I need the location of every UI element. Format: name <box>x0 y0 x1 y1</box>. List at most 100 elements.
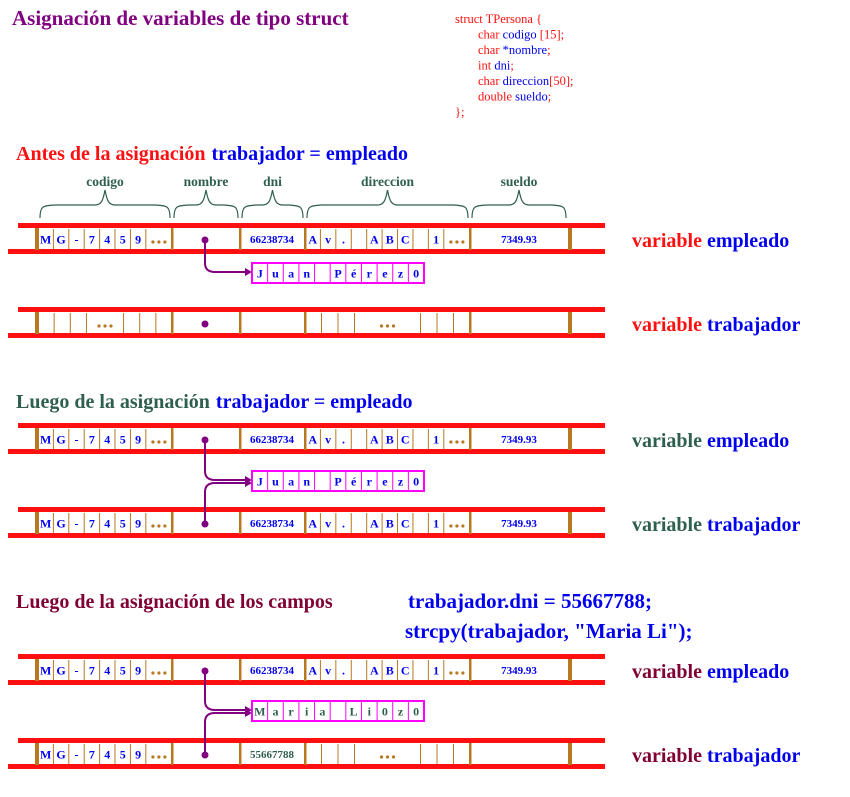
code-token: }; <box>455 105 464 119</box>
ellipsis-dot <box>163 671 167 675</box>
pointer-dot <box>201 320 209 328</box>
cell-char: G <box>56 233 65 247</box>
string-char: P <box>334 475 341 489</box>
code-line: }; <box>455 105 464 119</box>
string-char: e <box>382 267 388 281</box>
ellipsis-dot <box>461 440 465 444</box>
string-char: M <box>254 705 265 719</box>
field-divider <box>469 743 472 765</box>
field-divider <box>239 743 242 765</box>
memory-border-top <box>18 223 605 228</box>
ellipsis-dot <box>461 240 465 244</box>
string-char: J <box>257 267 263 281</box>
field-divider <box>568 428 572 450</box>
cell-char: A <box>370 517 379 531</box>
field-divider <box>239 512 242 534</box>
code-token: char <box>478 74 503 88</box>
cell-char: 4 <box>104 233 110 247</box>
ellipsis-dot <box>157 755 161 759</box>
string-box <box>251 470 425 492</box>
struct-variable-trabajador: MG-7459...Av.ABC1...662387347349.93varia… <box>8 507 800 538</box>
struct-variable-empleado: MG-7459...Av.ABC1...662387347349.93varia… <box>8 423 789 454</box>
field-divider <box>35 228 39 250</box>
cell-char: 7 <box>89 233 95 247</box>
cell-char: G <box>56 517 65 531</box>
field-divider <box>239 312 242 334</box>
memory-border-bottom <box>8 680 605 685</box>
brace-direccion <box>306 189 469 219</box>
string-char: L <box>350 705 358 719</box>
cell-char: 5 <box>120 433 126 447</box>
ellipsis-dot <box>455 440 459 444</box>
cell-char: 4 <box>104 748 110 762</box>
cell-char: 9 <box>135 748 141 762</box>
field-divider <box>171 743 174 765</box>
cell-char: 1 <box>433 517 439 531</box>
ellipsis-dot <box>151 755 155 759</box>
pointer-arrow <box>204 712 246 755</box>
memory-border-bottom <box>8 333 605 338</box>
memory-border-top <box>18 307 605 312</box>
string-char: r <box>367 267 373 281</box>
code-token: dni <box>494 59 511 73</box>
sueldo-value: 7349.93 <box>501 518 537 530</box>
ellipsis-dot <box>385 755 390 759</box>
brace-sueldo <box>471 189 567 219</box>
field-divider <box>469 659 472 681</box>
struct-definition-code: struct TPersona {char codigo [15];char *… <box>455 12 573 119</box>
struct-variable-empleado: MG-7459...Av.ABC1...662387347349.93varia… <box>8 223 789 254</box>
cell-char: C <box>401 664 410 678</box>
ellipsis-dot <box>391 324 396 328</box>
cell-char: 9 <box>135 664 141 678</box>
cell-char: . <box>342 233 345 247</box>
string-char: e <box>382 475 388 489</box>
field-divider <box>171 228 174 250</box>
code-line: struct TPersona { <box>455 12 542 26</box>
ellipsis-dot <box>379 755 384 759</box>
string-char: é <box>351 267 357 281</box>
string-box <box>251 262 425 284</box>
code-token: int <box>478 59 494 73</box>
cell-char: 7 <box>89 664 95 678</box>
cell-char: 7 <box>89 433 95 447</box>
sueldo-value: 7349.93 <box>501 234 537 246</box>
ellipsis-dot <box>157 671 161 675</box>
code-token: char <box>478 28 503 42</box>
code-line: char codigo [15]; <box>478 28 564 42</box>
field-divider <box>35 743 39 765</box>
ellipsis-dot <box>461 524 465 528</box>
field-divider <box>304 312 307 334</box>
field-divider <box>171 512 174 534</box>
field-label-sueldo: sueldo <box>501 174 538 189</box>
ellipsis-dot <box>449 524 453 528</box>
struct-variable-empleado: MG-7459...Av.ABC1...662387347349.93varia… <box>8 654 789 685</box>
code-token: [50]; <box>549 74 573 88</box>
field-divider <box>239 659 242 681</box>
memory-border-bottom <box>8 249 605 254</box>
string-char: P <box>334 267 341 281</box>
string-char: n <box>303 475 310 489</box>
assignment-code: trabajador = empleado <box>211 143 408 165</box>
cell-char: - <box>75 433 79 447</box>
ellipsis-dot <box>151 240 155 244</box>
cell-char: 7 <box>89 748 95 762</box>
cell-char: G <box>56 433 65 447</box>
cell-char: 1 <box>433 664 439 678</box>
field-divider <box>469 312 472 334</box>
code-line: int dni; <box>478 59 514 73</box>
ellipsis-dot <box>455 524 459 528</box>
ellipsis-dot <box>157 240 161 244</box>
code-token: ; <box>547 43 550 57</box>
memory-border-top <box>18 507 605 512</box>
cell-char: G <box>56 664 65 678</box>
string-char: 0 <box>413 705 419 719</box>
field-label-dni: dni <box>263 174 282 189</box>
cell-char: 4 <box>104 664 110 678</box>
